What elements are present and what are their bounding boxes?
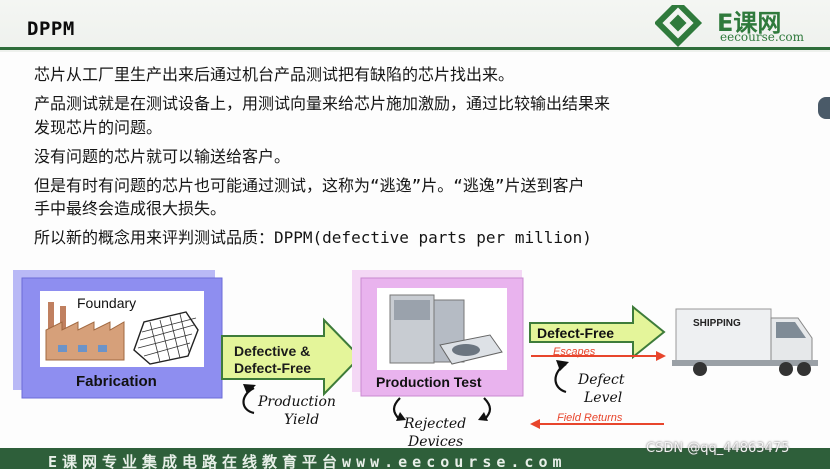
defect-level-line1: Defect [578, 372, 625, 388]
arrow-defect-free [529, 304, 666, 360]
logo-site-text: eecourse.com [720, 30, 805, 44]
eecourse-logo [655, 5, 703, 48]
csdn-watermark: CSDN @qq_44863475 [646, 441, 790, 456]
paragraph-2-line-1: 产品测试就是在测试设备上，用测试向量来给芯片施加激励，通过比较输出结果来 [34, 94, 611, 113]
paragraph-5: 所以新的概念用来评判测试品质：DPPM(defective parts per … [34, 228, 592, 247]
logo-diamond-icon [655, 5, 703, 48]
slide-title: DPPM [27, 18, 75, 40]
rejected-devices-line1: Rejected [404, 416, 467, 432]
field-returns-label: Field Returns [557, 412, 623, 424]
escapes-arrow [531, 351, 666, 361]
logo-brand-text: E课网 [717, 9, 782, 37]
footer-text: E课网专业集成电路在线教育平台www.eecourse.com [48, 453, 567, 469]
field-returns-arrow [530, 419, 664, 429]
rejected-devices-line2: Devices [408, 434, 464, 450]
foundry-label: Foundary [77, 295, 137, 311]
paragraph-4-line-1: 但是有时有问题的芯片也可能通过测试，这称为“逃逸”片。“逃逸”片送到客户 [34, 176, 585, 195]
production-yield-line1: Production [258, 394, 336, 410]
arrow-defective-defect-free [221, 317, 362, 397]
arrow2-label: Defect-Free [537, 325, 615, 341]
production-yield-line2: Yield [284, 412, 320, 428]
paragraph-3: 没有问题的芯片就可以输送给客户。 [34, 147, 291, 166]
rejected-devices-arrow-left [392, 397, 406, 421]
paragraph-4-line-2: 手中最终会造成很大损失。 [34, 199, 227, 218]
side-nav-handle[interactable] [818, 97, 830, 119]
fabrication-label: Fabrication [76, 373, 157, 390]
defect-level-line2: Level [584, 390, 623, 406]
shipping-truck-icon [672, 308, 818, 376]
rejected-devices-arrow-right [478, 397, 492, 421]
footer-bar [0, 448, 830, 469]
production-test-block [352, 270, 524, 397]
escapes-label: Escapes [553, 346, 596, 358]
title-divider [0, 47, 830, 50]
production-yield-arrow [242, 384, 256, 415]
test-equipment-icon [389, 294, 503, 365]
paragraph-2-line-2: 发现芯片的问题。 [34, 118, 163, 137]
wafer-icon [133, 311, 199, 365]
arrow1-line1: Defective & [234, 343, 311, 359]
production-test-label: Production Test [376, 374, 482, 390]
arrow1-line2: Defect-Free [234, 360, 312, 376]
defect-level-arrow [554, 360, 569, 394]
shipping-label: SHIPPING [693, 318, 741, 329]
factory-icon [45, 302, 125, 361]
paragraph-1: 芯片从工厂里生产出来后通过机台产品测试把有缺陷的芯片找出来。 [34, 65, 515, 84]
